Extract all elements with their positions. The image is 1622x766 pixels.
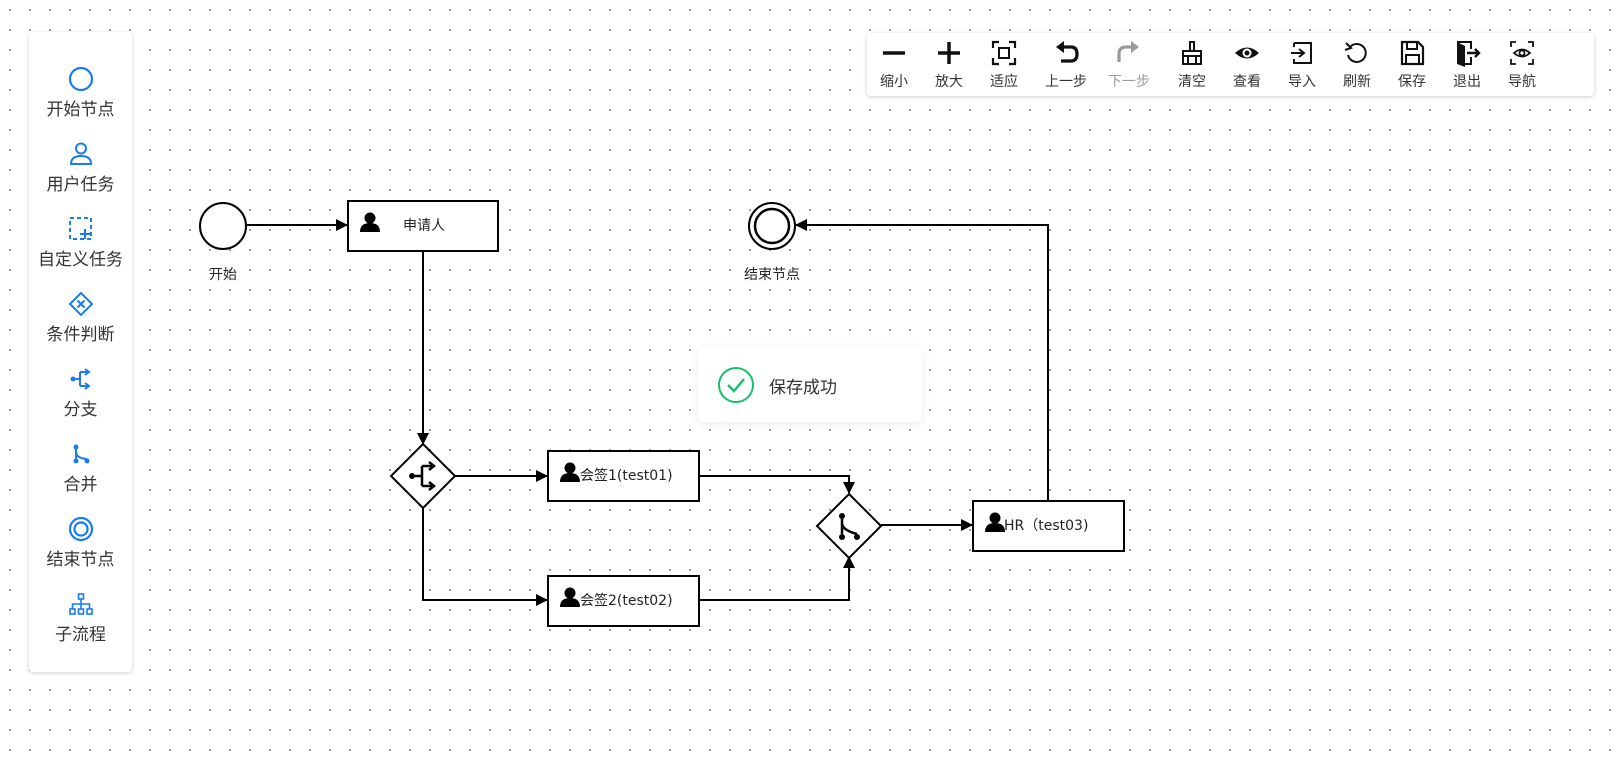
fit-button[interactable]: 适应 <box>977 33 1031 96</box>
palette-item-subprocess[interactable]: 子流程 <box>29 589 132 645</box>
clear-button[interactable]: 清空 <box>1165 33 1219 96</box>
navigator-eye-icon <box>1510 41 1534 65</box>
task-applicant-label: 申请人 <box>403 218 445 234</box>
palette-item-condition[interactable]: 条件判断 <box>29 289 132 345</box>
palette-item-label: 结束节点 <box>46 550 115 570</box>
task-hr[interactable]: HR（test03) <box>972 500 1125 552</box>
palette-item-label: 子流程 <box>55 625 106 645</box>
palette-item-end[interactable]: 结束节点 <box>29 514 132 570</box>
user-icon <box>560 587 580 607</box>
task-applicant[interactable]: 申请人 <box>347 200 499 252</box>
save-button[interactable]: 保存 <box>1385 33 1439 96</box>
edge-sign2-merge[interactable] <box>700 556 855 601</box>
palette-item-label: 分支 <box>63 400 98 420</box>
circle-icon <box>68 66 93 92</box>
palette-item-merge[interactable]: 合并 <box>29 439 132 495</box>
eye-icon <box>1235 47 1259 59</box>
task-sign2[interactable]: 会签2(test02) <box>547 575 700 627</box>
view-label: 查看 <box>1233 74 1261 90</box>
palette-item-fork[interactable]: 分支 <box>29 364 132 420</box>
toolbar: 缩小 放大 适应 上一步 下一步 清空 <box>867 33 1594 96</box>
palette-item-start[interactable]: 开始节点 <box>29 64 132 120</box>
palette-item-custom-task[interactable]: 自定义任务 <box>29 214 132 270</box>
diamond-x-icon <box>68 291 93 317</box>
merge-icon <box>839 513 860 540</box>
edge-hr-end[interactable] <box>795 219 1049 500</box>
gateway-merge[interactable] <box>815 492 883 560</box>
fit-label: 适应 <box>990 74 1018 90</box>
task-sign1-label: 会签1(test01) <box>580 467 673 484</box>
clear-label: 清空 <box>1178 74 1206 90</box>
palette-item-label: 合并 <box>63 475 98 495</box>
double-circle-icon <box>68 516 93 542</box>
redo-button[interactable]: 下一步 <box>1102 33 1156 96</box>
fork-icon <box>70 368 91 390</box>
undo-icon <box>1056 41 1079 63</box>
exit-door-icon <box>1457 41 1481 67</box>
palette-item-label: 用户任务 <box>46 175 115 195</box>
zoom-out-label: 缩小 <box>880 74 908 90</box>
edge-sign1-merge[interactable] <box>700 475 855 494</box>
save-success-toast: 保存成功 <box>698 347 922 422</box>
view-button[interactable]: 查看 <box>1220 33 1274 96</box>
task-sign2-label: 会签2(test02) <box>580 592 673 609</box>
exit-button[interactable]: 退出 <box>1440 33 1494 96</box>
user-icon <box>985 512 1005 532</box>
start-event[interactable] <box>199 202 247 250</box>
user-icon <box>69 142 92 165</box>
task-sign1[interactable]: 会签1(test01) <box>547 450 700 502</box>
import-label: 导入 <box>1288 74 1316 90</box>
check-circle-icon <box>718 367 754 403</box>
redo-icon <box>1117 41 1139 62</box>
task-hr-label: HR（test03) <box>1004 518 1088 534</box>
minus-icon <box>883 51 905 55</box>
merge-icon <box>73 444 89 464</box>
user-icon <box>360 212 380 232</box>
gateway-fork[interactable] <box>389 442 457 510</box>
user-icon <box>560 462 580 482</box>
undo-label: 上一步 <box>1045 74 1087 90</box>
save-label: 保存 <box>1398 74 1426 90</box>
exit-label: 退出 <box>1453 74 1481 90</box>
palette-item-user-task[interactable]: 用户任务 <box>29 139 132 195</box>
end-event-label: 结束节点 <box>744 267 800 283</box>
fork-icon <box>409 461 437 491</box>
node-palette: 开始节点 用户任务 自定义任务 条件判断 分支 <box>29 32 132 672</box>
undo-button[interactable]: 上一步 <box>1039 33 1093 96</box>
redo-label: 下一步 <box>1108 74 1150 90</box>
import-button[interactable]: 导入 <box>1275 33 1329 96</box>
navigate-label: 导航 <box>1508 74 1536 90</box>
broom-icon <box>1182 41 1202 65</box>
end-event[interactable] <box>748 202 796 250</box>
dashed-square-plus-icon <box>68 217 92 240</box>
palette-item-label: 条件判断 <box>46 325 115 345</box>
palette-item-label: 自定义任务 <box>38 250 123 270</box>
floppy-disk-icon <box>1400 40 1425 66</box>
zoom-in-label: 放大 <box>935 74 963 90</box>
zoom-in-button[interactable]: 放大 <box>922 33 976 96</box>
plus-icon <box>938 42 960 64</box>
navigate-button[interactable]: 导航 <box>1495 33 1549 96</box>
start-event-label: 开始 <box>209 267 237 283</box>
refresh-icon <box>1344 42 1367 63</box>
zoom-out-button[interactable]: 缩小 <box>867 33 921 96</box>
edge-fork-sign2[interactable] <box>422 507 548 606</box>
fit-screen-icon <box>991 40 1017 66</box>
toast-message: 保存成功 <box>769 378 837 398</box>
palette-item-label: 开始节点 <box>46 100 115 120</box>
refresh-button[interactable]: 刷新 <box>1330 33 1384 96</box>
import-icon <box>1291 42 1312 64</box>
hierarchy-icon <box>68 593 93 615</box>
refresh-label: 刷新 <box>1343 74 1371 90</box>
